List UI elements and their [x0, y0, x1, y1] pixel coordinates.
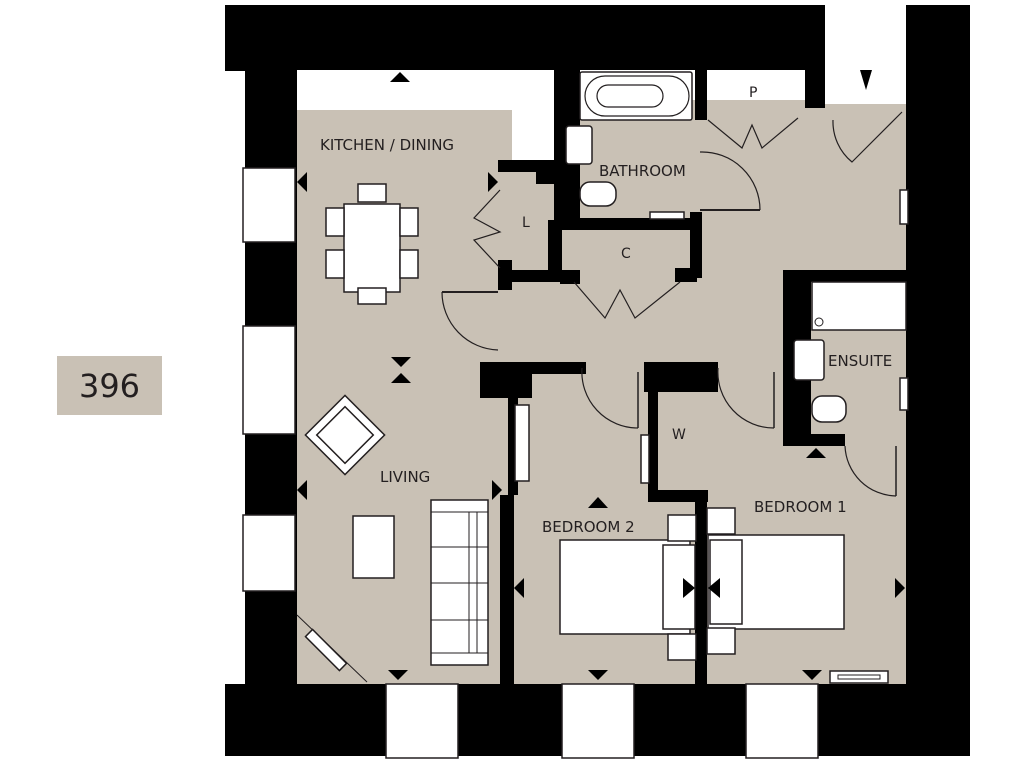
dining-chair	[399, 207, 419, 237]
dining-chair	[399, 249, 419, 279]
marker-left-icon	[297, 480, 307, 500]
dining-chair	[357, 183, 387, 203]
ensuite-bathtub	[811, 281, 907, 331]
room-label-bedroom-1: BEDROOM 1	[754, 498, 847, 516]
marker-left-icon	[514, 578, 524, 598]
unit-number-badge: 396	[57, 356, 162, 415]
kitchen-recess	[512, 100, 554, 162]
marker-right-icon	[492, 480, 502, 500]
marker-right-icon	[683, 578, 695, 598]
coffee-table	[352, 515, 395, 579]
room-label-linen-cupboard: L	[522, 215, 530, 231]
window	[561, 683, 635, 759]
armchair	[304, 394, 386, 476]
doors	[441, 111, 903, 497]
dining-chair	[357, 287, 387, 305]
marker-down-icon	[860, 70, 872, 90]
right-wall	[906, 5, 970, 695]
room-label-living: LIVING	[380, 468, 430, 486]
room-label-ensuite: ENSUITE	[828, 352, 892, 370]
bathroom-basin	[565, 125, 593, 165]
bedside-table	[667, 514, 697, 542]
ensuite-door-swing	[844, 445, 897, 497]
top-wall	[225, 5, 825, 70]
plant-cupboard-door	[707, 117, 799, 149]
ensuite-radiator	[899, 377, 909, 411]
window	[242, 325, 296, 435]
marker-up-icon	[390, 72, 410, 82]
tv-unit	[514, 404, 530, 482]
bathroom-door-swing	[699, 151, 761, 211]
marker-right-icon	[488, 172, 498, 192]
window	[745, 683, 819, 759]
window	[242, 167, 296, 243]
dining-chair	[325, 249, 345, 279]
towel-rail	[649, 211, 685, 220]
window	[385, 683, 459, 759]
kitchen-door-swing	[441, 291, 499, 351]
bedside-table	[706, 627, 736, 655]
dimension-markers	[297, 70, 905, 680]
marker-down-icon	[588, 670, 608, 680]
bedroom-1-door-swing	[717, 367, 775, 429]
bathroom-toilet	[579, 181, 617, 207]
room-label-plant-cupboard: P	[749, 85, 757, 101]
ensuite-basin	[793, 339, 825, 381]
hall-radiator	[899, 189, 909, 225]
windows	[242, 167, 819, 759]
ensuite-toilet	[811, 395, 847, 423]
entrance-floor	[840, 105, 910, 115]
room-label-cupboard: C	[621, 246, 631, 262]
room-labels: KITCHEN / DINING LIVING BATHROOM ENSUITE…	[320, 85, 892, 536]
bedside-table	[706, 507, 736, 535]
room-label-kitchen-dining: KITCHEN / DINING	[320, 136, 454, 154]
cupboard-door	[573, 281, 681, 320]
marker-left-icon	[708, 578, 720, 598]
dining-chair	[325, 207, 345, 237]
marker-right-icon	[895, 578, 905, 598]
marker-left-icon	[297, 172, 307, 192]
marker-up-icon	[588, 497, 608, 508]
terrace-area	[296, 68, 554, 110]
bedroom-2-door-swing	[581, 367, 639, 429]
radiator	[829, 670, 889, 684]
bathtub	[579, 71, 693, 121]
entrance-door	[832, 111, 903, 163]
room-label-bathroom: BATHROOM	[599, 162, 686, 180]
window	[242, 514, 296, 592]
marker-down-icon	[802, 670, 822, 680]
room-label-wardrobe: W	[672, 427, 686, 443]
bedside-table	[667, 633, 697, 661]
marker-up-icon	[806, 448, 826, 458]
wardrobe-door	[640, 434, 650, 484]
marker-hourglass-icon	[391, 357, 411, 367]
linen-cupboard-door	[472, 189, 502, 269]
marker-down-icon	[388, 670, 408, 680]
furniture	[296, 71, 909, 684]
unit-number: 396	[78, 366, 141, 405]
room-label-bedroom-2: BEDROOM 2	[542, 518, 635, 536]
dining-table	[343, 203, 401, 293]
marker-hourglass-icon	[391, 373, 411, 383]
